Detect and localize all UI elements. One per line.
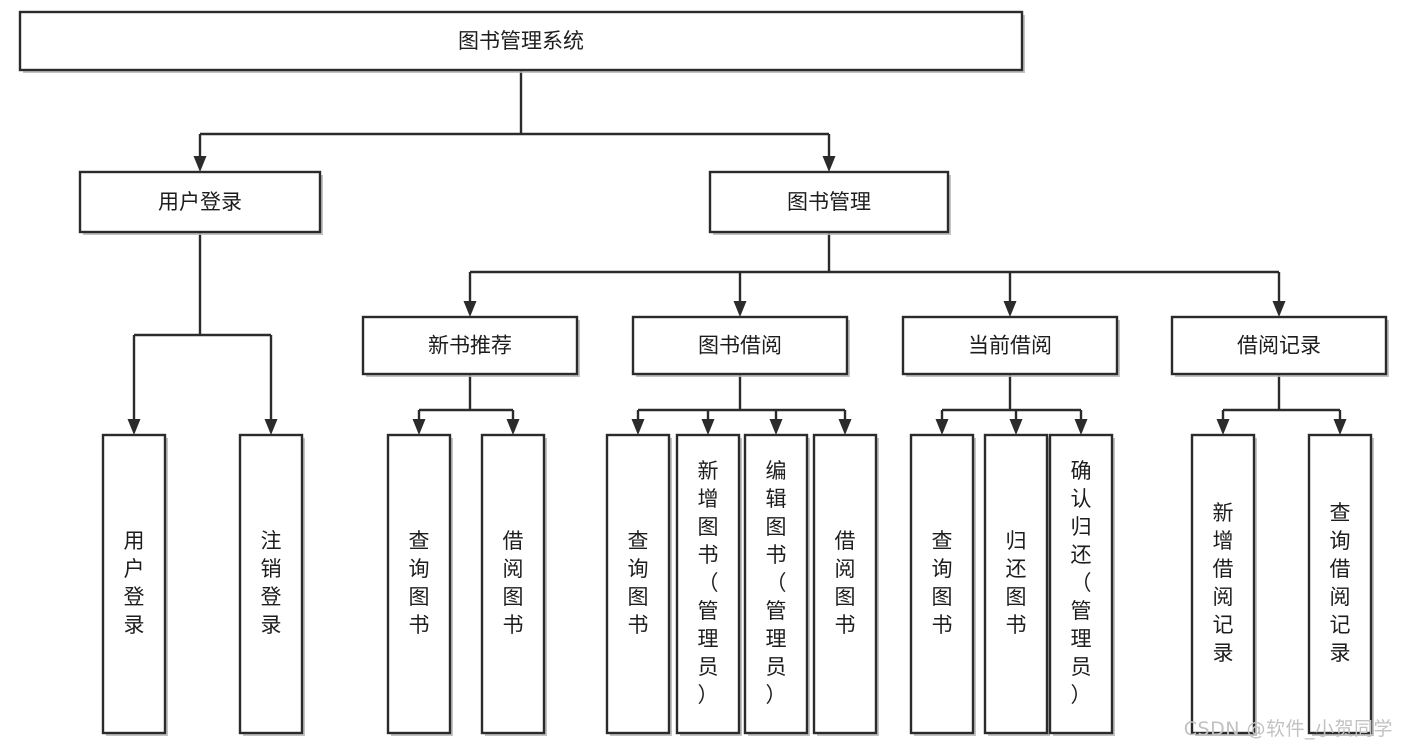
node-leaf-借阅图书[interactable]: 借阅图书 — [480, 433, 547, 736]
node-label: 借阅记录 — [1237, 334, 1321, 358]
node-box — [1170, 315, 1388, 376]
node-label: 借阅图书 — [835, 529, 856, 637]
arrow-head-icon — [193, 156, 207, 172]
node-leaf-查询借阅记录[interactable]: 查询借阅记录 — [1307, 433, 1374, 736]
arrow-head-icon — [1003, 301, 1017, 317]
node-leaf-查询图书[interactable]: 查询图书 — [909, 433, 976, 736]
arrow-head-icon — [733, 301, 747, 317]
node-box — [1048, 433, 1114, 735]
node-label: 用户登录 — [124, 529, 145, 637]
arrow-head-icon — [1009, 419, 1023, 435]
node-l3-当前借阅[interactable]: 当前借阅 — [901, 315, 1120, 377]
node-box — [18, 10, 1024, 72]
node-box — [101, 433, 167, 735]
node-box — [983, 433, 1049, 735]
node-l3-借阅记录[interactable]: 借阅记录 — [1170, 315, 1389, 377]
node-leaf-查询图书[interactable]: 查询图书 — [605, 433, 672, 736]
arrow-head-icon — [822, 156, 836, 172]
node-label: 图书管理 — [787, 190, 871, 214]
arrow-head-icon — [264, 419, 278, 435]
node-label: 借阅图书 — [503, 529, 524, 637]
node-label: 查询图书 — [409, 529, 430, 637]
node-leaf-编辑图书（管理员）[interactable]: 编辑图书（管理员） — [743, 433, 810, 736]
arrow-head-icon — [838, 419, 852, 435]
node-layer: 图书管理系统用户登录图书管理新书推荐图书借阅当前借阅借阅记录用户登录注销登录查询… — [18, 10, 1389, 736]
node-box — [361, 315, 579, 376]
arrow-head-icon — [1272, 301, 1286, 317]
node-label: 查询借阅记录 — [1330, 501, 1351, 665]
node-box — [1190, 433, 1256, 735]
node-leaf-新增图书（管理员）[interactable]: 新增图书（管理员） — [675, 433, 742, 736]
node-box — [743, 433, 809, 735]
node-leaf-借阅图书[interactable]: 借阅图书 — [812, 433, 879, 736]
node-label: 新增图书（管理员） — [698, 459, 719, 707]
node-box — [812, 433, 878, 735]
arrow-head-icon — [935, 419, 949, 435]
arrow-head-icon — [1216, 419, 1230, 435]
node-box — [386, 433, 452, 735]
node-l2-图书管理[interactable]: 图书管理 — [708, 170, 951, 235]
node-box — [631, 315, 849, 376]
node-label: 编辑图书（管理员） — [766, 459, 787, 707]
arrow-head-icon — [701, 419, 715, 435]
node-label: 当前借阅 — [968, 334, 1052, 358]
watermark-label: CSDN @软件_小贺同学 — [1183, 718, 1393, 740]
arrow-head-icon — [412, 419, 426, 435]
node-l2-用户登录[interactable]: 用户登录 — [78, 170, 323, 235]
node-label: 确认归还（管理员） — [1071, 459, 1092, 707]
node-box — [480, 433, 546, 735]
node-leaf-新增借阅记录[interactable]: 新增借阅记录 — [1190, 433, 1257, 736]
node-box — [78, 170, 322, 234]
arrow-head-icon — [463, 301, 477, 317]
connector-layer — [127, 70, 1347, 435]
node-box — [1307, 433, 1373, 735]
node-box — [708, 170, 950, 234]
node-box — [238, 433, 304, 735]
node-leaf-用户登录[interactable]: 用户登录 — [101, 433, 168, 736]
node-box — [909, 433, 975, 735]
arrow-head-icon — [1074, 419, 1088, 435]
node-leaf-注销登录[interactable]: 注销登录 — [238, 433, 305, 736]
node-label: 查询图书 — [628, 529, 649, 637]
node-label: 新书推荐 — [428, 334, 512, 358]
arrow-head-icon — [631, 419, 645, 435]
node-box — [901, 315, 1119, 376]
node-label: 查询图书 — [932, 529, 953, 637]
node-label: 图书管理系统 — [458, 29, 584, 53]
node-label: 图书借阅 — [698, 334, 782, 358]
arrow-head-icon — [127, 419, 141, 435]
node-label: 新增借阅记录 — [1213, 501, 1234, 665]
node-l3-新书推荐[interactable]: 新书推荐 — [361, 315, 580, 377]
node-label: 注销登录 — [261, 529, 282, 637]
node-l3-图书借阅[interactable]: 图书借阅 — [631, 315, 850, 377]
node-leaf-查询图书[interactable]: 查询图书 — [386, 433, 453, 736]
node-leaf-归还图书[interactable]: 归还图书 — [983, 433, 1050, 736]
node-leaf-确认归还（管理员）[interactable]: 确认归还（管理员） — [1048, 433, 1115, 736]
arrow-head-icon — [506, 419, 520, 435]
node-root-图书管理系统[interactable]: 图书管理系统 — [18, 10, 1025, 73]
node-label: 用户登录 — [158, 190, 242, 214]
node-label: 归还图书 — [1006, 529, 1027, 637]
node-box — [605, 433, 671, 735]
arrow-head-icon — [1333, 419, 1347, 435]
arrow-head-icon — [769, 419, 783, 435]
node-box — [675, 433, 741, 735]
